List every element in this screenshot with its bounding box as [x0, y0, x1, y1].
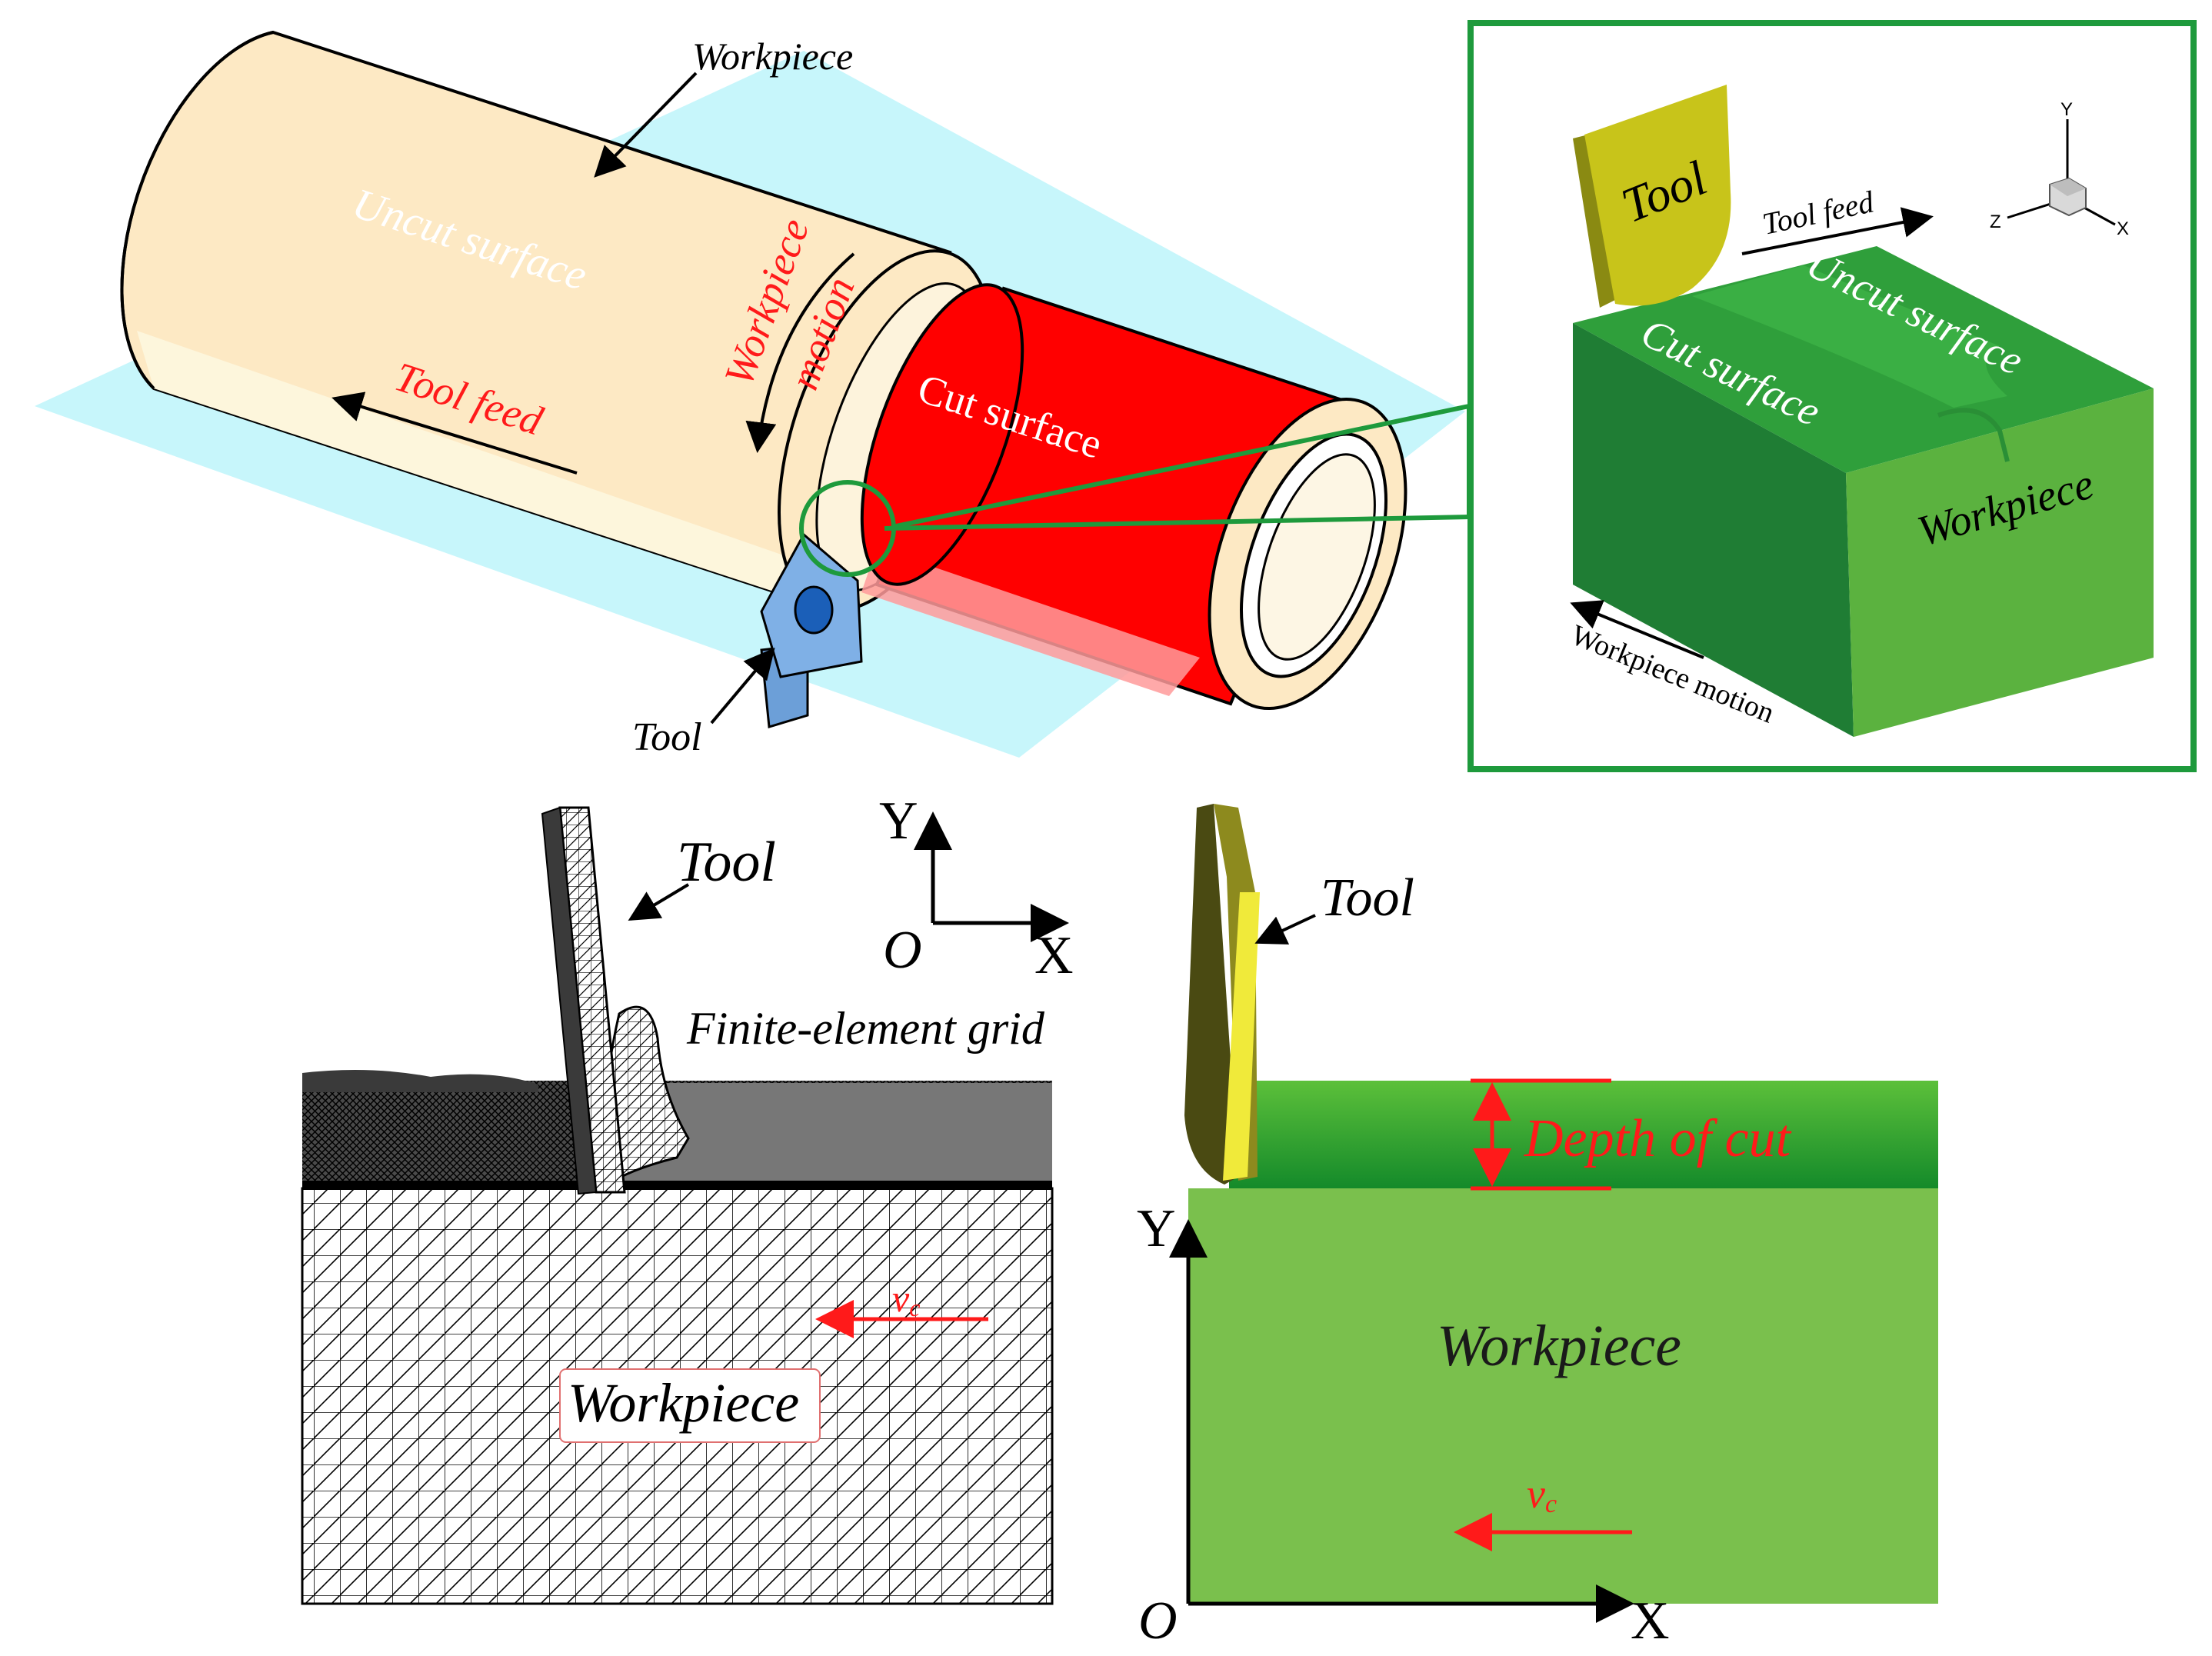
mesh-tool-label: Tool	[677, 831, 776, 894]
inset-axis-y: Y	[2060, 99, 2073, 120]
green-cut-layer	[1229, 1081, 1938, 1188]
uncut-left-end	[120, 31, 274, 390]
green-tool-pointer	[1254, 914, 1316, 945]
green-axis-x-label: X	[1631, 1591, 1670, 1651]
inset-axis-triad	[2007, 119, 2116, 226]
inset-panel: Y Z X Tool Tool feed Uncut surface Cut s…	[1467, 20, 2197, 772]
green-tool-side	[1184, 804, 1238, 1185]
cut-plane-overlap	[861, 548, 1200, 696]
green-tool-label: Tool	[1321, 868, 1414, 928]
tool-feed-arrow	[331, 392, 578, 475]
mesh-velocity-label: vc	[892, 1277, 920, 1321]
inset-tool	[1584, 85, 1731, 306]
inset-motion-arrow	[1570, 600, 1704, 659]
mesh-axis-o-label: O	[883, 921, 922, 980]
finished-surface-mesh	[615, 1083, 1052, 1183]
inset-axis-x: X	[2117, 218, 2129, 239]
workpiece-pointer	[594, 72, 698, 178]
right-end-inner	[1258, 453, 1376, 661]
tool-insert-hole	[794, 585, 834, 635]
green-panel: Tool Depth of cut Y X O Workpiece vc	[1137, 804, 1938, 1651]
inset-tool-side	[1573, 135, 1615, 308]
fine-mesh-rough-top	[302, 1070, 538, 1092]
tool-label: Tool	[632, 715, 702, 759]
block-left-face	[1573, 323, 1854, 737]
green-axis-o-label: O	[1138, 1591, 1178, 1651]
green-axis-y-label: Y	[1137, 1199, 1176, 1258]
zoom-line-top	[891, 404, 1470, 529]
block-groove	[1692, 265, 2007, 408]
green-tool-face	[1223, 892, 1260, 1181]
turning-illustration: Workpiece Uncut surface Workpiece motion…	[35, 30, 1470, 759]
cut-cylinder-back	[860, 283, 1024, 586]
motion-arrow	[745, 252, 855, 453]
mesh-workpiece-label: Workpiece	[568, 1372, 799, 1434]
block-right-face	[1846, 388, 2154, 737]
inset-tool-feed-arrow	[1741, 207, 1934, 255]
tool-pointer	[710, 647, 775, 725]
green-workpiece-label: Workpiece	[1437, 1314, 1681, 1378]
green-velocity-label: vc	[1527, 1471, 1557, 1518]
mesh-axis-y-label: Y	[879, 791, 918, 851]
block-groove-edge	[1937, 408, 2010, 462]
depth-label: Depth of cut	[1524, 1109, 1792, 1168]
mesh-workpiece-label-box	[559, 1368, 821, 1443]
workpiece-label: Workpiece	[692, 35, 853, 78]
zoom-line-bottom	[884, 515, 1470, 531]
green-workpiece-body	[1188, 1188, 1938, 1604]
mesh-panel: Tool Y X O Finite-element grid vc Workpi…	[301, 791, 1074, 1605]
grid-label: Finite-element grid	[686, 1003, 1045, 1054]
interface-line	[302, 1181, 1052, 1190]
inset-axis-z: Z	[1990, 212, 2001, 232]
uncut-lower-band	[137, 331, 834, 608]
mesh-tool-pointer	[628, 883, 690, 921]
mesh-axis-x-label: X	[1034, 926, 1074, 985]
mesh-tool-side	[541, 806, 598, 1195]
